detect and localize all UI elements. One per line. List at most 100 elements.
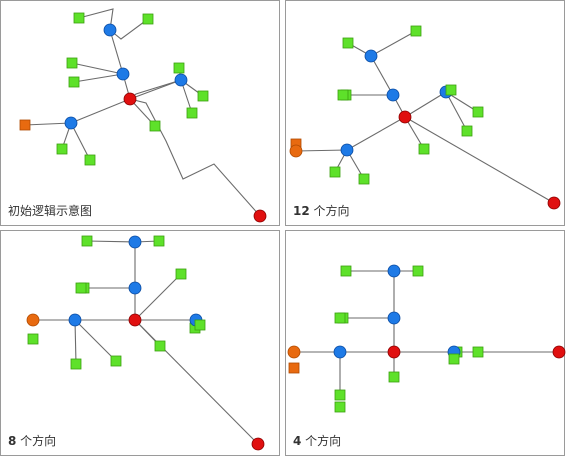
leaf-node bbox=[56, 143, 68, 155]
network-diagram-8-directions bbox=[26, 235, 265, 451]
root-node bbox=[552, 345, 566, 359]
hub-node bbox=[387, 311, 401, 325]
leaf-node bbox=[73, 12, 85, 24]
leaf-node bbox=[175, 268, 187, 280]
hub-node bbox=[386, 88, 400, 102]
leaf-node bbox=[27, 333, 39, 345]
edge-line bbox=[74, 319, 117, 362]
edge-line bbox=[86, 240, 136, 243]
root-node bbox=[387, 345, 401, 359]
leaf-node bbox=[472, 346, 484, 358]
leaf-node bbox=[70, 358, 82, 370]
root-node bbox=[123, 92, 137, 106]
special-square-node bbox=[19, 119, 31, 131]
leaf-node bbox=[334, 401, 346, 413]
panel-8-directions: 8 个方向 bbox=[0, 230, 280, 456]
root-node bbox=[547, 196, 561, 210]
leaf-node bbox=[110, 355, 122, 367]
special-circle-node bbox=[289, 144, 303, 158]
leaf-node bbox=[410, 25, 422, 37]
special-circle-node bbox=[26, 313, 40, 327]
caption-text: 个方向 bbox=[301, 434, 342, 448]
leaf-node bbox=[334, 312, 346, 324]
root-node bbox=[251, 437, 265, 451]
edge-line bbox=[404, 116, 555, 204]
hub-node bbox=[116, 67, 130, 81]
leaf-node bbox=[340, 265, 352, 277]
root-node bbox=[398, 110, 412, 124]
leaf-node bbox=[197, 90, 209, 102]
leaf-node bbox=[81, 235, 93, 247]
hub-node bbox=[174, 73, 188, 87]
leaf-node bbox=[142, 13, 154, 25]
panel-caption: 12 个方向 bbox=[293, 202, 350, 219]
leaf-node bbox=[342, 37, 354, 49]
leaf-node bbox=[149, 120, 161, 132]
edge-line bbox=[73, 73, 124, 83]
panel-caption: 4 个方向 bbox=[293, 432, 341, 449]
edge-line bbox=[109, 29, 124, 75]
edge-line bbox=[71, 62, 124, 75]
leaf-node bbox=[154, 340, 166, 352]
leaf-node bbox=[153, 235, 165, 247]
special-circle-node bbox=[287, 345, 301, 359]
leaf-node bbox=[173, 62, 185, 74]
panel-4-directions: 4 个方向 bbox=[285, 230, 566, 456]
panel-initial-logic-diagram: 初始逻辑示意图 bbox=[0, 0, 280, 226]
leaf-node bbox=[358, 173, 370, 185]
caption-text: 初始逻辑示意图 bbox=[8, 204, 93, 218]
edge-line bbox=[346, 116, 406, 151]
caption-number: 8 bbox=[8, 434, 17, 448]
leaf-node bbox=[186, 107, 198, 119]
edge-line bbox=[370, 30, 417, 57]
leaf-node bbox=[84, 154, 96, 166]
network-diagram-12-directions bbox=[289, 25, 561, 210]
leaf-node bbox=[329, 166, 341, 178]
edge-line bbox=[134, 273, 182, 321]
hub-node bbox=[128, 281, 142, 295]
hub-node bbox=[333, 345, 347, 359]
leaf-node bbox=[445, 84, 457, 96]
edge-path bbox=[129, 98, 261, 217]
edge-line bbox=[70, 122, 91, 161]
caption-text: 个方向 bbox=[309, 204, 350, 218]
special-square-node bbox=[288, 362, 300, 374]
hub-node bbox=[68, 313, 82, 327]
hub-node bbox=[340, 143, 354, 157]
leaf-node bbox=[75, 282, 87, 294]
hub-node bbox=[387, 264, 401, 278]
edge-path bbox=[78, 8, 114, 31]
leaf-node bbox=[68, 76, 80, 88]
hub-node bbox=[64, 116, 78, 130]
caption-text: 个方向 bbox=[16, 434, 57, 448]
network-diagram-4-directions bbox=[287, 264, 566, 413]
edge-line bbox=[404, 91, 447, 118]
caption-number: 4 bbox=[293, 434, 302, 448]
leaf-node bbox=[66, 57, 78, 69]
leaf-node bbox=[334, 389, 346, 401]
edge-line bbox=[295, 149, 348, 152]
root-node bbox=[128, 313, 142, 327]
leaf-node bbox=[472, 106, 484, 118]
edge-line bbox=[370, 55, 394, 96]
edge-line bbox=[70, 98, 131, 124]
caption-number: 12 bbox=[293, 204, 310, 218]
hub-node bbox=[128, 235, 142, 249]
leaf-node bbox=[388, 371, 400, 383]
edge-line bbox=[74, 319, 77, 365]
leaf-node bbox=[194, 319, 206, 331]
leaf-node bbox=[412, 265, 424, 277]
leaf-node bbox=[448, 353, 460, 365]
panel-12-directions: 12 个方向 bbox=[285, 0, 565, 226]
edge-line bbox=[24, 122, 72, 126]
leaf-node bbox=[418, 143, 430, 155]
leaf-node bbox=[461, 125, 473, 137]
leaf-node bbox=[337, 89, 349, 101]
hub-node bbox=[364, 49, 378, 63]
root-node bbox=[253, 209, 267, 223]
panel-caption: 8 个方向 bbox=[8, 432, 56, 449]
hub-node bbox=[103, 23, 117, 37]
edge-line bbox=[445, 91, 468, 132]
panel-caption: 初始逻辑示意图 bbox=[8, 202, 92, 219]
network-diagram-initial bbox=[19, 8, 267, 223]
